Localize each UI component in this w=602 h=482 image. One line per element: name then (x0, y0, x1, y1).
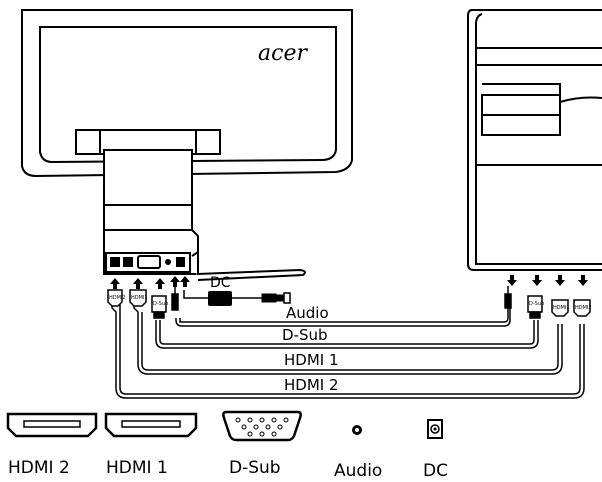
pc-hdmi2-tag: HDMI2 (575, 305, 592, 311)
arrow-up-icon (170, 276, 180, 287)
dsub-cable-label: D-Sub (282, 326, 328, 344)
audio-port-icon (165, 259, 171, 265)
arrow-up-icon (110, 278, 120, 289)
arrow-up-icon (155, 278, 165, 289)
monitor-hdmi2-tag: HDMI2 (109, 295, 126, 301)
dsub-connector-icon (222, 410, 302, 442)
audio-jack-icon (352, 425, 362, 435)
dc-jack-icon (427, 419, 443, 439)
pc-dsub-tag: D-Sub (529, 301, 544, 307)
connector-label-audio: Audio (334, 461, 382, 481)
hdmi1-port-icon (123, 257, 133, 267)
monitor-hdmi1-tag: HDMI1 (131, 295, 148, 301)
arrow-down-icon (578, 275, 588, 286)
monitor-dsub-tag: D-Sub (153, 301, 168, 307)
connector-label-hdmi2: HDMI 2 (8, 458, 70, 478)
acer-logo: acer (258, 41, 308, 66)
cable-hdmi1 (133, 300, 563, 375)
dc-port-icon (176, 257, 185, 267)
arrow-down-icon (555, 275, 565, 286)
dc-cable-label: DC (210, 275, 231, 291)
cable-hdmi2 (111, 300, 585, 399)
cable-audio (175, 300, 511, 327)
hdmi1-connector-icon (104, 412, 198, 438)
pc-down-arrows (507, 275, 588, 286)
hdmi2-connector-icon (6, 412, 98, 438)
hdmi2-cable-label: HDMI 2 (284, 376, 339, 394)
dsub-port-icon (137, 255, 161, 269)
hdmi2-port-icon (110, 257, 120, 267)
connector-label-dc: DC (423, 461, 448, 481)
monitor-port-panel (105, 252, 191, 273)
arrow-down-icon (507, 275, 517, 286)
pc-tower (467, 9, 602, 271)
pc-side-plugs (504, 286, 591, 319)
monitor-side-plugs (107, 284, 179, 319)
pc-hdmi1-tag: HDMI1 (553, 305, 570, 311)
cable-dc (183, 290, 262, 299)
dc-adapter (208, 291, 232, 306)
connector-label-hdmi1: HDMI 1 (106, 458, 168, 478)
arrow-down-icon (532, 275, 542, 286)
connector-label-dsub: D-Sub (229, 458, 281, 478)
cable-dsub (155, 320, 539, 349)
hdmi1-cable-label: HDMI 1 (284, 351, 339, 369)
arrow-up-icon (133, 278, 143, 289)
monitor-back (21, 9, 353, 178)
monitor-up-arrows (110, 276, 190, 289)
audio-cable-label: Audio (286, 304, 329, 322)
arrow-up-icon (180, 276, 190, 287)
